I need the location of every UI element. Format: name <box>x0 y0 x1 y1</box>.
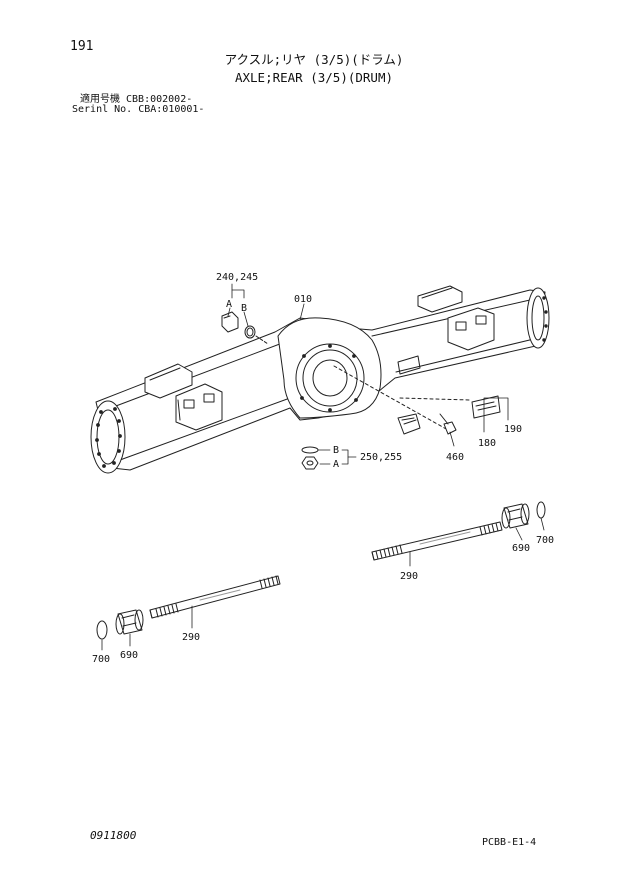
axle-shaft-left <box>149 575 281 619</box>
bolt-and-plates <box>333 365 501 435</box>
serial-applicability-line: 適用号機 CBB:002002- <box>80 94 193 105</box>
callout-290-right: 290 <box>400 571 418 582</box>
page-number: 191 <box>70 39 94 54</box>
callout-290-left: 290 <box>182 632 200 643</box>
sleeve-right <box>501 503 530 529</box>
serial-number-line: Serinl No. CBA:010001- <box>72 104 205 115</box>
callout-b-bottom: B <box>333 445 339 456</box>
page-code: PCBB-E1-4 <box>482 837 537 848</box>
title-japanese: アクスル;リヤ (3/5)(ドラム) <box>224 52 404 67</box>
callout-240-245: 240,245 <box>216 272 258 283</box>
axle-housing <box>90 285 550 474</box>
title-english: AXLE;REAR (3/5)(DRUM) <box>234 70 394 85</box>
drain-plug-bottom <box>301 446 319 470</box>
callout-460: 460 <box>446 452 464 463</box>
drain-plug-top <box>221 311 269 345</box>
callout-700-right: 700 <box>536 535 554 546</box>
callout-700-left: 700 <box>92 654 110 665</box>
callout-a-top: A <box>226 299 232 310</box>
leader-lines <box>101 283 545 651</box>
callout-010: 010 <box>294 294 312 305</box>
callout-690-right: 690 <box>512 543 530 554</box>
callout-180: 180 <box>478 438 496 449</box>
callout-a-bottom: A <box>333 459 339 470</box>
document-code: 0911800 <box>90 829 137 842</box>
callout-250-255: 250,255 <box>360 452 402 463</box>
snap-ring-left <box>96 620 108 640</box>
axle-shaft-right <box>371 521 503 561</box>
sleeve-left <box>115 609 144 635</box>
callout-690-left: 690 <box>120 650 138 661</box>
callout-b-top: B <box>241 303 247 314</box>
callout-labels: 240,245 A B 010 180 190 460 B A 250,255 … <box>92 272 554 665</box>
callout-190: 190 <box>504 424 522 435</box>
snap-ring-right <box>536 501 546 519</box>
